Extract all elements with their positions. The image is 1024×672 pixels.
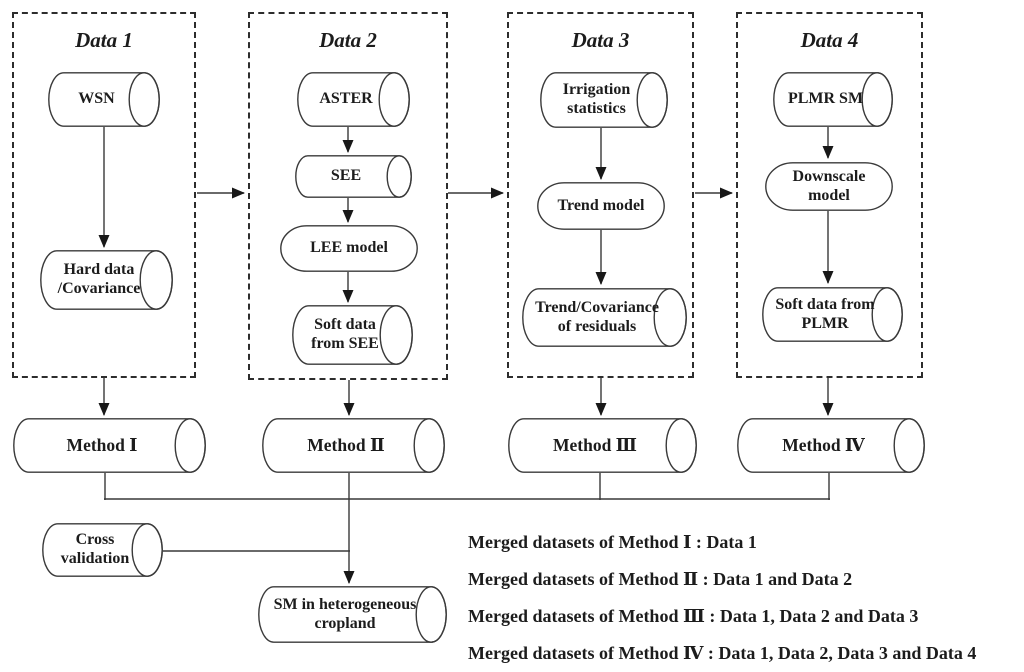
legend-line-method-3: Merged datasets of Method Ⅲ : Data 1, Da… [468,606,919,626]
cylinder-shape [42,523,163,577]
data4-group-box [736,12,923,378]
cylinder-shape [48,72,160,127]
node-wsn: WSN [48,72,160,127]
data2-title: Data 2 [319,28,377,52]
node-soft-data-from-plmr: Soft data from PLMR [762,287,903,342]
node-label: Method Ⅰ [66,435,138,456]
cylinder-shape [13,418,206,473]
cylinder-shape [762,287,903,342]
merged-datasets-legend: Merged datasets of Method Ⅰ : Data 1 Mer… [468,524,976,672]
cylinder-shape [297,72,410,127]
data4-title: Data 4 [800,28,859,52]
cylinder-shape [773,72,893,127]
cylinder-shape [292,305,413,365]
data1-group-box [12,12,196,378]
node-label: SEE [330,167,362,185]
data3-title: Data 3 [571,28,630,52]
stadium-shape [765,162,893,211]
node-label: Irrigation statistics [562,81,631,117]
node-trend-model: Trend model [537,182,665,230]
node-label: Soft data from PLMR [775,295,875,332]
cylinder-shape [737,418,925,473]
node-method-2: Method Ⅱ [262,418,445,473]
cylinder-shape [262,418,445,473]
node-label: WSN [78,90,115,108]
node-method-1: Method Ⅰ [13,418,206,473]
node-downscale-model: Downscale model [765,162,893,211]
stadium-shape [537,182,665,230]
node-lee-model: LEE model [280,225,418,272]
cylinder-shape [40,250,173,310]
legend-line-method-4: Merged datasets of Method Ⅳ : Data 1, Da… [468,643,977,663]
node-label: Cross validation [60,531,130,567]
cylinder-shape [522,288,687,347]
node-aster: ASTER [297,72,410,127]
node-trend-covariance-of-residuals: Trend/Covariance of residuals [522,288,687,347]
data1-title: Data 1 [75,28,133,52]
node-label: SM in heterogeneous cropland [273,595,417,632]
node-label: ASTER [319,90,373,108]
node-plmr-sm: PLMR SM [773,72,893,127]
node-label: LEE model [310,239,388,257]
node-see: SEE [295,155,412,198]
data2-group-box [248,12,448,380]
node-soft-data-from-see: Soft data from SEE [292,305,413,365]
node-label: Method Ⅲ [552,435,637,456]
stadium-shape [280,225,418,272]
legend-line-method-2: Merged datasets of Method Ⅱ : Data 1 and… [468,569,853,589]
node-label: Method Ⅳ [782,435,865,456]
data3-group-box [507,12,694,378]
cylinder-shape [295,155,412,198]
cylinder-shape [258,586,447,643]
node-method-4: Method Ⅳ [737,418,925,473]
legend-line-method-1: Merged datasets of Method Ⅰ : Data 1 [468,532,757,552]
cylinder-shape [540,72,668,128]
node-output-sm: SM in heterogeneous cropland [258,586,447,643]
node-label: Trend/Covariance of residuals [535,298,659,335]
node-label: Soft data from SEE [311,316,379,352]
node-hard-data-covariance: Hard data /Covariance [40,250,173,310]
node-label: Method Ⅱ [307,435,385,456]
node-cross-validation: Cross validation [42,523,163,577]
node-method-3: Method Ⅲ [508,418,697,473]
cylinder-shape [508,418,697,473]
node-label: PLMR SM [787,90,864,108]
node-label: Trend model [557,196,645,214]
node-label: Hard data /Covariance [57,261,141,297]
node-irrigation-statistics: Irrigation statistics [540,72,668,128]
node-label: Downscale model [792,167,866,204]
